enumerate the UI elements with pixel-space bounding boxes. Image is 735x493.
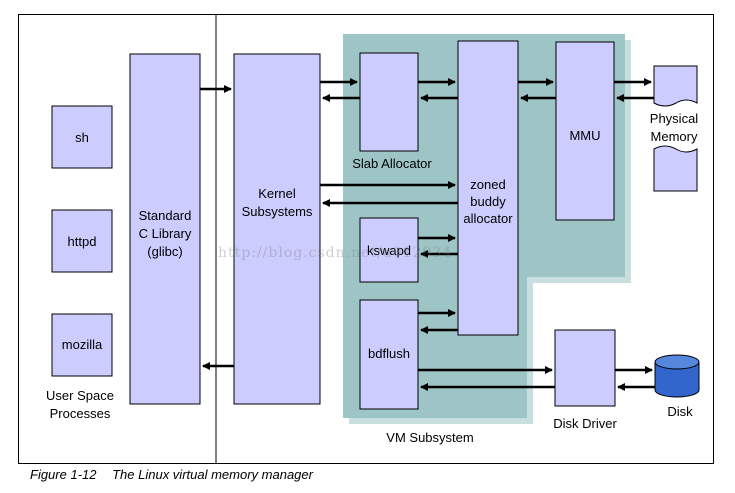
figure-caption: Figure 1-12 The Linux virtual memory man… bbox=[30, 467, 313, 482]
figure-number: Figure 1-12 bbox=[30, 467, 97, 482]
disk-driver-label: Disk Driver bbox=[553, 416, 617, 431]
user-space-label: Processes bbox=[50, 406, 111, 421]
disk-driver-box bbox=[554, 329, 616, 407]
kswapd-box: kswapd bbox=[359, 217, 419, 283]
slab-allocator-box bbox=[359, 52, 419, 152]
svg-text:Kernel: Kernel bbox=[258, 186, 296, 201]
disk-icon bbox=[654, 354, 700, 398]
watermark-text: http://blog.csdn.net/u012934 bbox=[218, 245, 453, 261]
vm-subsystem-label: VM Subsystem bbox=[386, 430, 473, 445]
svg-text:(glibc): (glibc) bbox=[147, 244, 182, 259]
svg-text:bdflush: bdflush bbox=[368, 346, 410, 361]
process-mozilla: mozilla bbox=[51, 313, 113, 377]
slab-allocator-label: Slab Allocator bbox=[352, 156, 432, 171]
process-sh: sh bbox=[51, 105, 113, 169]
physical-memory-label: Physical bbox=[650, 111, 699, 126]
svg-text:sh: sh bbox=[75, 130, 89, 145]
kernel-subsystems-box: Kernel Subsystems bbox=[233, 53, 321, 405]
svg-text:zoned: zoned bbox=[470, 177, 505, 192]
buddy-allocator-box: zoned buddy allocator bbox=[457, 40, 519, 336]
svg-text:kswapd: kswapd bbox=[367, 243, 411, 258]
svg-text:allocator: allocator bbox=[463, 211, 513, 226]
physical-memory-page-top bbox=[653, 65, 698, 107]
physical-memory-label: Memory bbox=[651, 129, 698, 144]
svg-text:Standard: Standard bbox=[139, 208, 192, 223]
glibc-box: Standard C Library (glibc) bbox=[129, 53, 201, 405]
svg-text:buddy: buddy bbox=[470, 194, 506, 209]
mmu-box: MMU bbox=[555, 41, 615, 221]
user-space-label: User Space bbox=[46, 388, 114, 403]
svg-text:MMU: MMU bbox=[569, 128, 600, 143]
svg-text:mozilla: mozilla bbox=[62, 337, 103, 352]
figure-frame bbox=[18, 14, 714, 464]
physical-memory-page-bottom bbox=[653, 145, 698, 192]
svg-text:httpd: httpd bbox=[68, 234, 97, 249]
svg-text:Subsystems: Subsystems bbox=[242, 204, 313, 219]
bdflush-box: bdflush bbox=[359, 299, 419, 410]
figure-title: The Linux virtual memory manager bbox=[112, 467, 313, 482]
svg-text:C Library: C Library bbox=[139, 226, 192, 241]
disk-label: Disk bbox=[667, 404, 693, 419]
connector-arrows bbox=[200, 78, 655, 391]
process-httpd: httpd bbox=[51, 209, 113, 273]
